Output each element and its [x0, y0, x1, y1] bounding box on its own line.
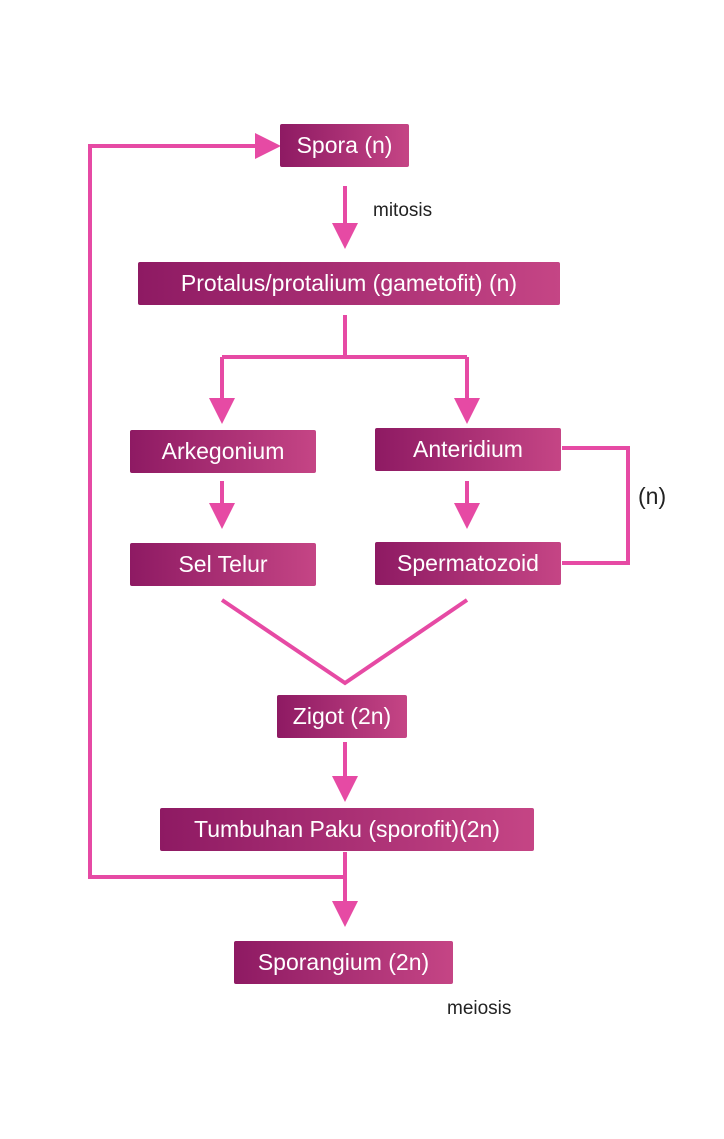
node-tumbuhan-paku: Tumbuhan Paku (sporofit)(2n) — [160, 808, 534, 851]
node-sporangium: Sporangium (2n) — [234, 941, 453, 984]
arrowhead-icon — [332, 901, 358, 927]
node-zigot: Zigot (2n) — [277, 695, 407, 738]
label-meiosis: meiosis — [447, 998, 512, 1019]
connector-protalus-split — [220, 315, 469, 402]
arrowhead-icon — [255, 133, 281, 159]
label-haploid-bracket: (n) — [638, 483, 667, 509]
arrowhead-icon — [332, 776, 358, 802]
arrowhead-icon — [454, 398, 480, 424]
label-mitosis: mitosis — [373, 200, 433, 221]
node-spermatozoid: Spermatozoid — [375, 542, 561, 585]
node-spora: Spora (n) — [280, 124, 409, 167]
connector-fertilization — [220, 598, 469, 686]
haploid-bracket — [562, 446, 630, 565]
arrowhead-icon — [454, 503, 480, 529]
node-anteridium: Anteridium — [375, 428, 561, 471]
arrowhead-icon — [209, 503, 235, 529]
arrowhead-icon — [332, 223, 358, 249]
node-sel-telur: Sel Telur — [130, 543, 316, 586]
node-protalus: Protalus/protalium (gametofit) (n) — [138, 262, 560, 305]
arrowhead-icon — [209, 398, 235, 424]
node-arkegonium: Arkegonium — [130, 430, 316, 473]
connector-loop-back — [88, 144, 345, 879]
